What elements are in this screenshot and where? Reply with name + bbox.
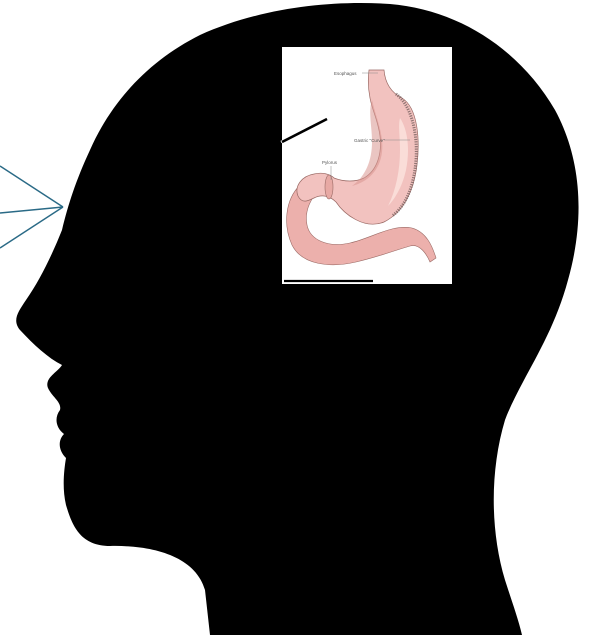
stomach-image-panel: Esophagus Gastric "Curve" Pylorus: [282, 47, 452, 284]
vision-ray-lower: [0, 207, 63, 248]
vision-rays-icon: [0, 166, 63, 248]
gastric-curve-label: Gastric "Curve": [354, 138, 385, 143]
esophagus-label: Esophagus: [334, 71, 357, 76]
vision-ray-upper: [0, 166, 63, 207]
pylorus-label: Pylorus: [322, 160, 338, 165]
pylorus-ring-icon: [325, 175, 333, 199]
vision-ray-middle: [0, 207, 63, 213]
